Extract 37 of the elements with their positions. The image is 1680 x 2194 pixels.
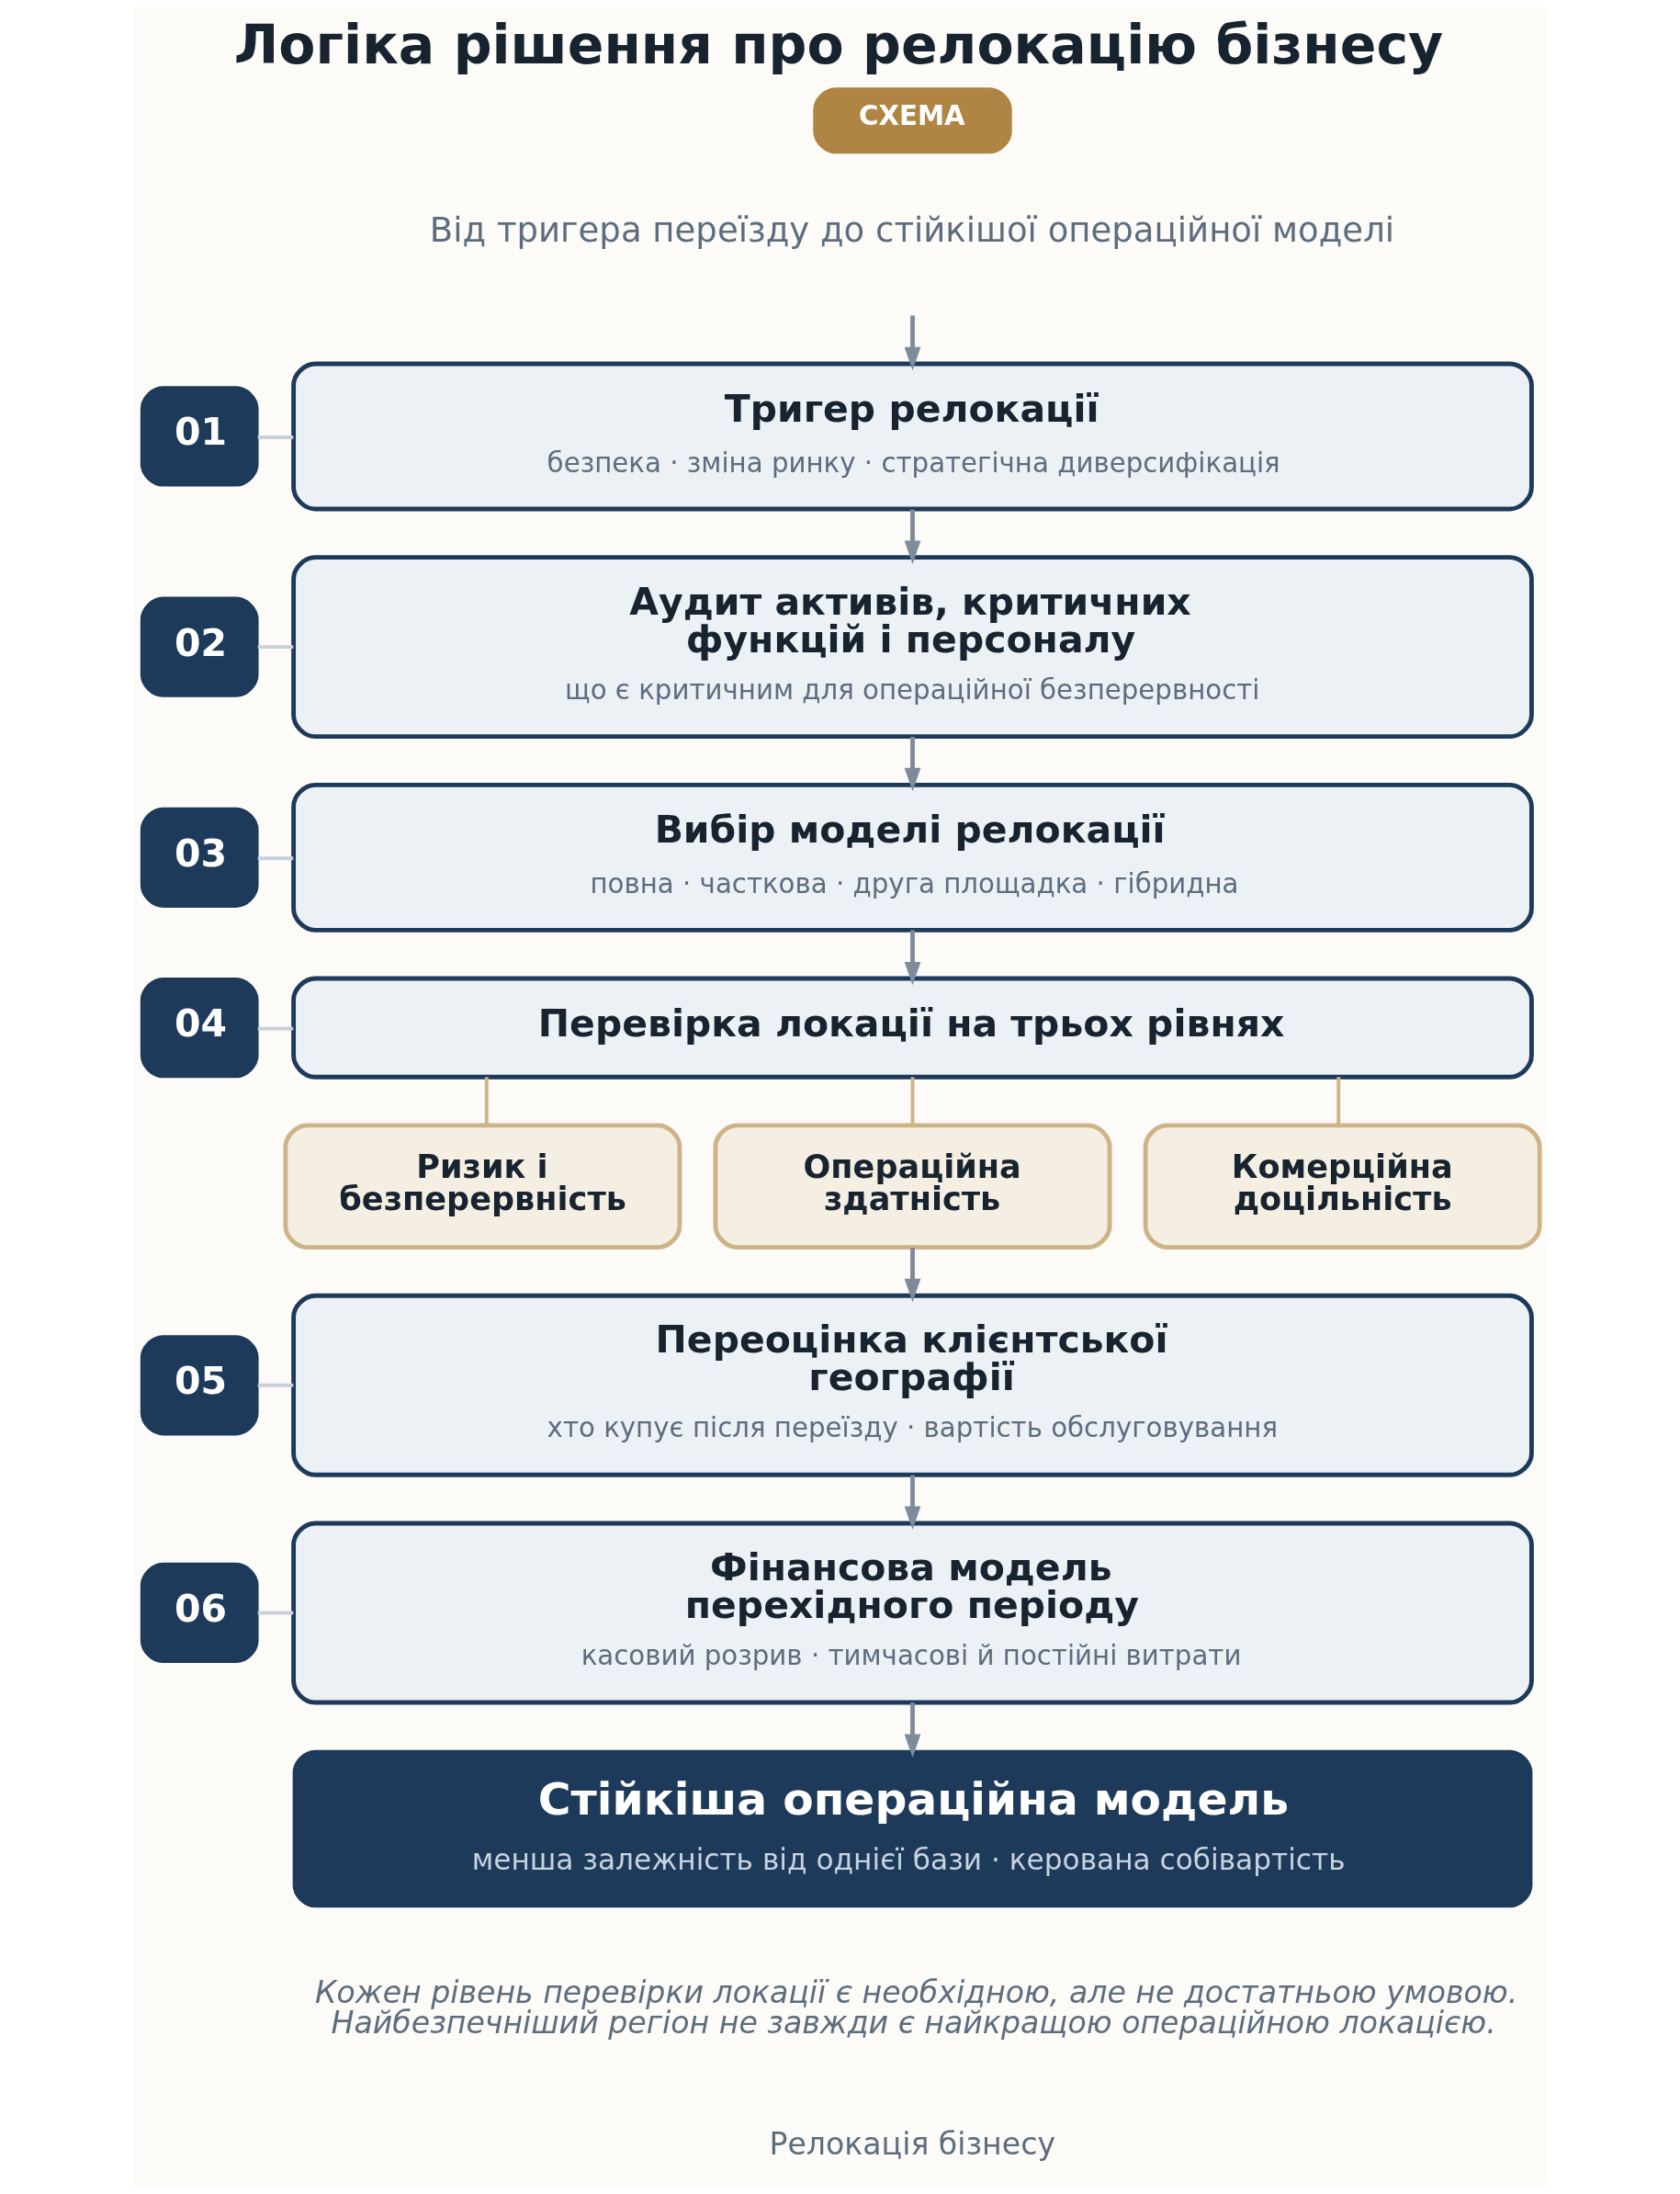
node-box: 04 (140, 978, 259, 1079)
connector (257, 856, 293, 861)
node-box: 01 (140, 386, 259, 487)
arrow (904, 1702, 920, 1758)
node-box: Операційна здатність (713, 1123, 1111, 1250)
node-box: Стійкіша операційна модель менша залежність від однієї бази · керована собівартість (292, 1749, 1532, 1908)
node-box: Вибір моделі релокації повна · часткова · друга площадка · гібридна (290, 782, 1534, 933)
node-box: 02 (140, 596, 259, 697)
node-box: Аудит активів, критичних функцій і персоналу що є критичним для операційної безперервності (290, 555, 1534, 740)
arrow (904, 1248, 920, 1303)
node-box: 05 (140, 1335, 259, 1436)
connector (910, 1077, 914, 1125)
label: Релокація бізнесу (768, 2125, 1055, 2162)
connector (257, 1611, 293, 1615)
arrow (904, 315, 920, 371)
node-box: Перевірка локації на трьох рівнях (290, 976, 1534, 1080)
label: Від тригера переїзду до стійкішої операційної моделі (429, 210, 1394, 251)
connector (257, 1383, 293, 1387)
node-box: Тригер релокації безпека · зміна ринку · стратегічна диверсифікація (290, 361, 1534, 512)
node-box: Переоцінка клієнтської географії хто купує після переїзду · вартість обслуговування (290, 1293, 1534, 1477)
node-box: 06 (140, 1562, 259, 1664)
node-box: Фінансова модель перехідного періоду касовий розрив · тимчасові й постійні витрати (290, 1521, 1534, 1705)
connector (484, 1077, 489, 1125)
label: Кожен рівень перевірки локації є необхідною, але не достатньою умовою. Найбезпечніший регіон не завжди є найкращою операційною локацією. (314, 1973, 1517, 2041)
arrow (904, 930, 920, 986)
node-box: Ризик і безперервність (282, 1123, 682, 1250)
arrow (904, 509, 920, 564)
node-box: 03 (140, 807, 259, 908)
connector (257, 645, 293, 650)
connector (257, 1026, 293, 1031)
connector (257, 435, 293, 439)
label: СХЕМА (858, 100, 965, 132)
node-box: Комерційна доцільність (1143, 1123, 1542, 1250)
diagram-title: Логіка рішення про релокацію бізнесу (233, 13, 1443, 76)
arrow (904, 737, 920, 792)
arrow (904, 1475, 920, 1530)
connector (1336, 1077, 1340, 1125)
